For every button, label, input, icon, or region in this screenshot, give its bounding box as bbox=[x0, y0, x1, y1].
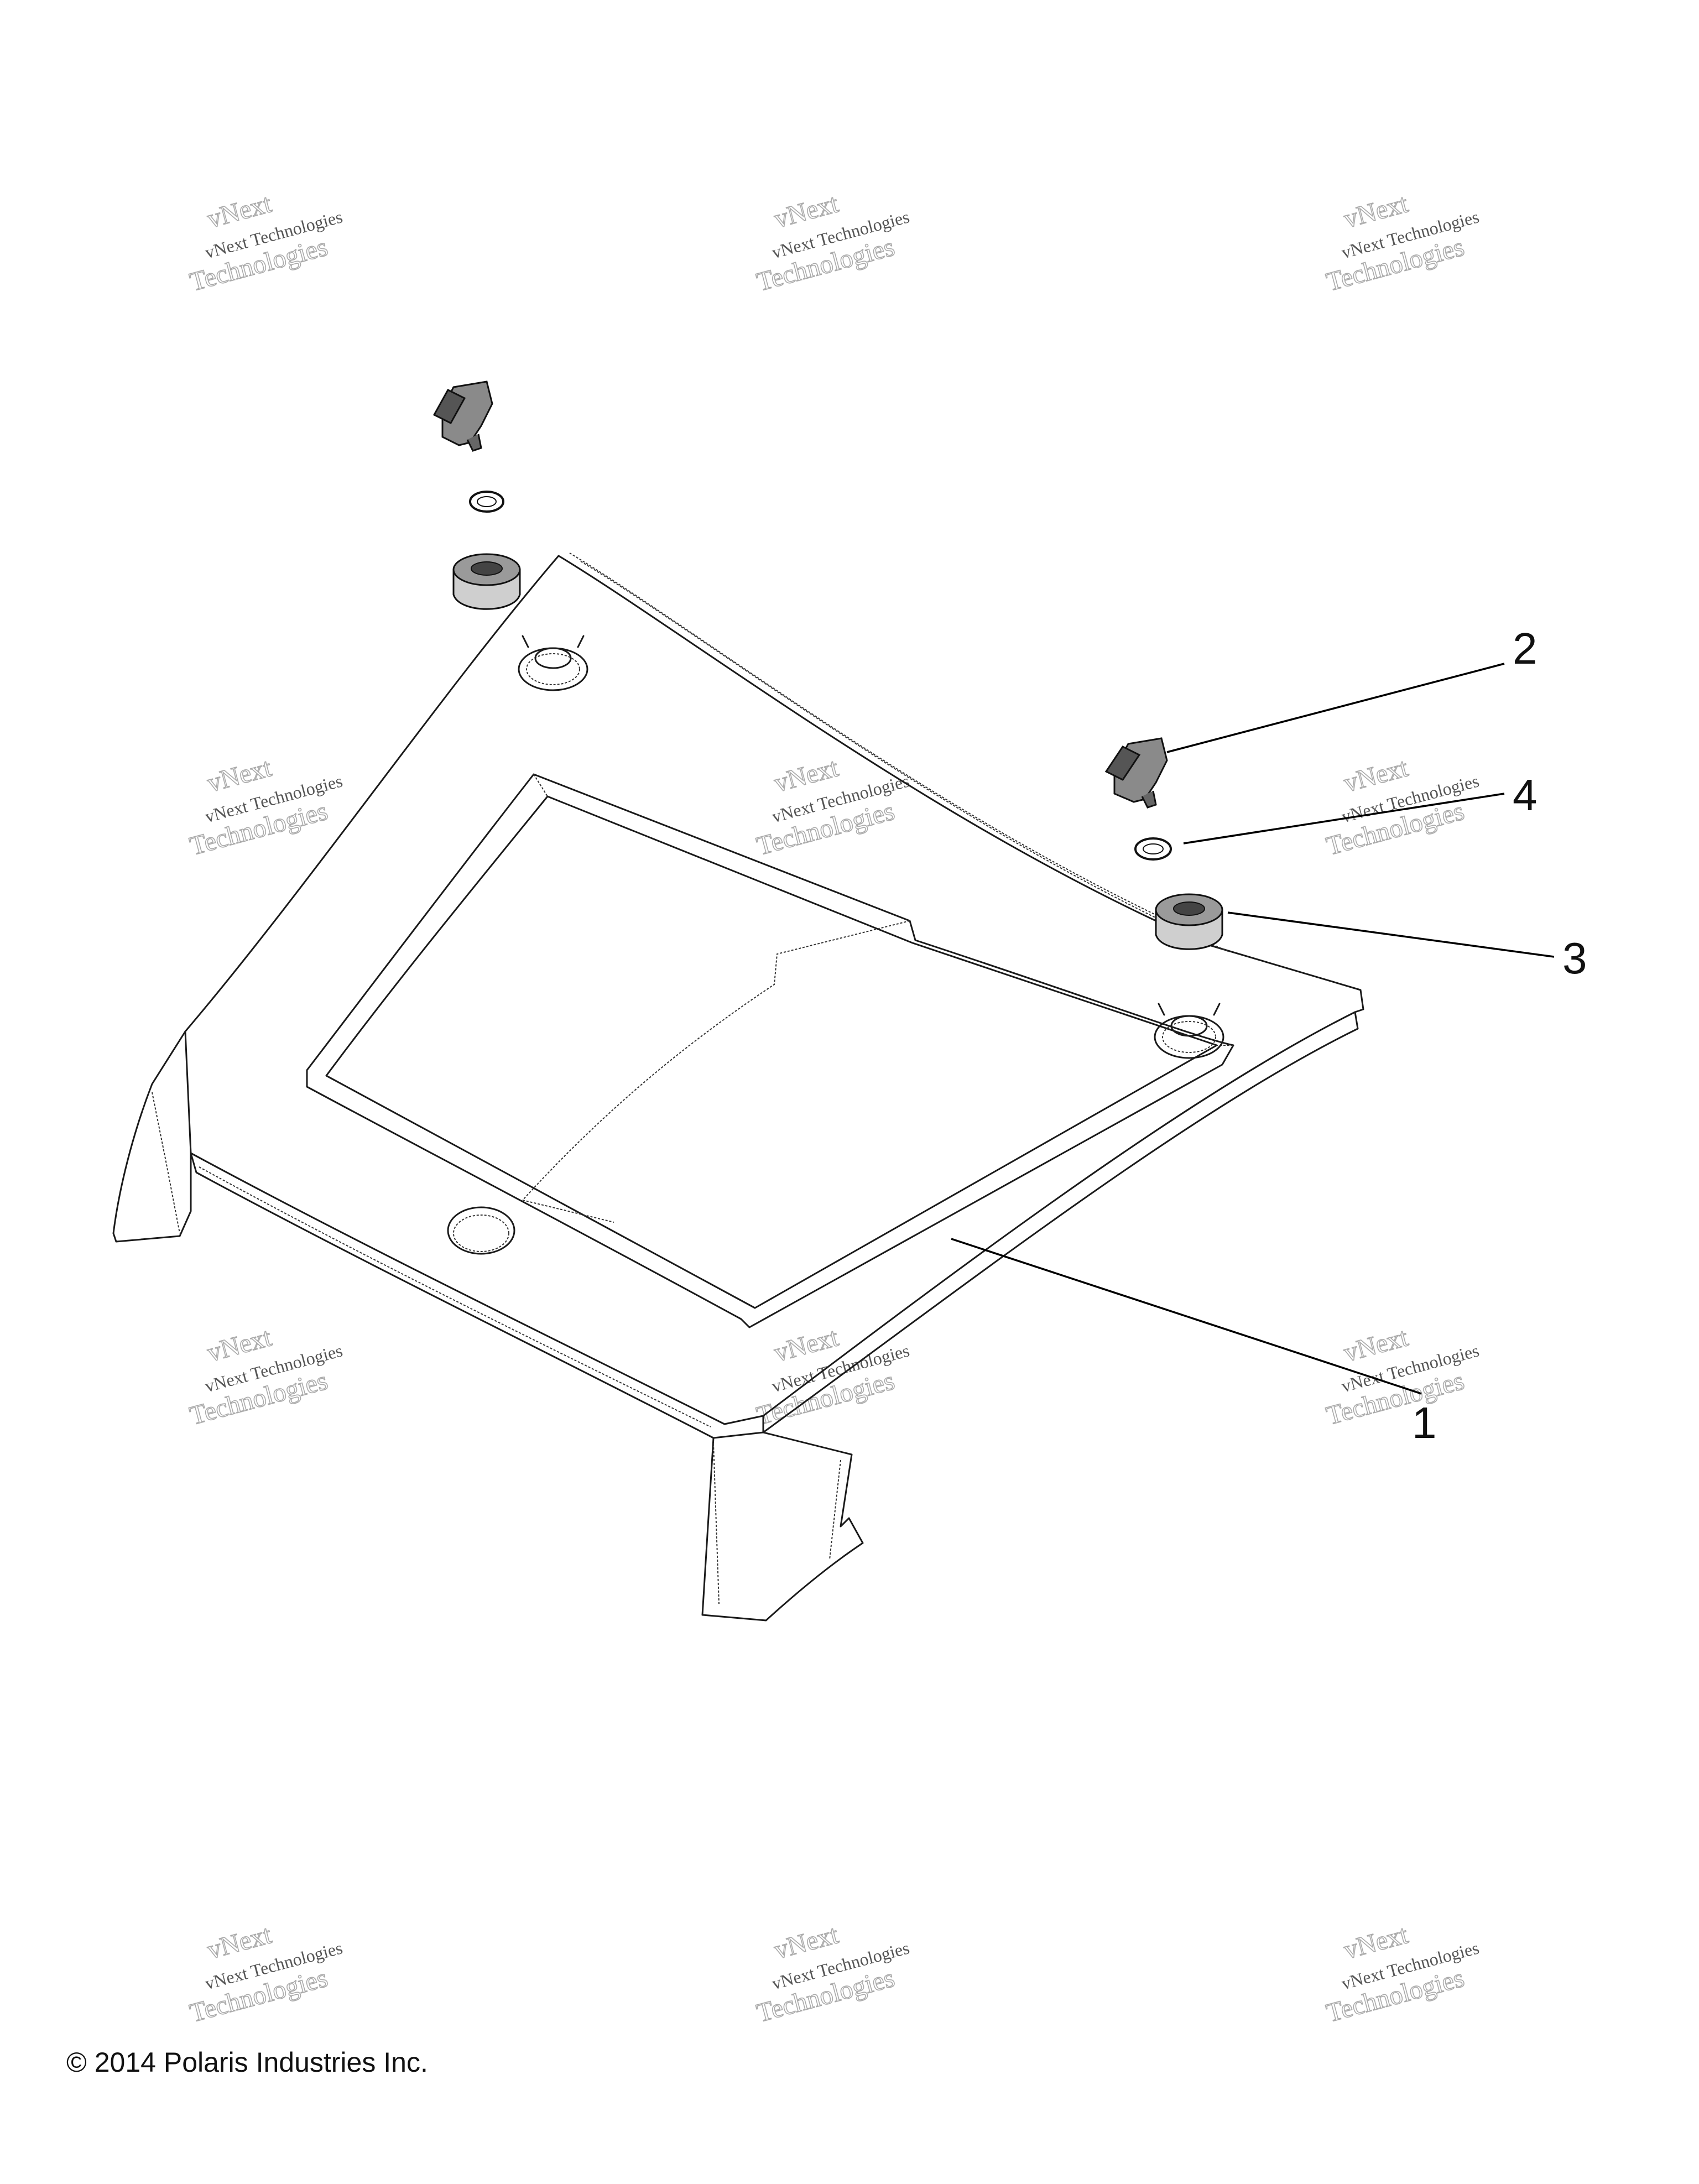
callout-2: 2 bbox=[1513, 624, 1538, 673]
wing-nut-left bbox=[432, 380, 493, 452]
grommet-mount-left bbox=[518, 635, 588, 691]
copyright-notice: © 2014 Polaris Industries Inc. bbox=[66, 2047, 428, 2078]
roof-panel-part bbox=[112, 552, 1364, 1622]
grommet-part bbox=[1155, 893, 1223, 950]
left-hardware-stack bbox=[432, 380, 521, 610]
grommet-left bbox=[452, 553, 521, 610]
callout-3: 3 bbox=[1562, 934, 1587, 983]
leader-line-4 bbox=[1183, 793, 1505, 845]
leader-line-1 bbox=[951, 1238, 1422, 1395]
leader-line-2 bbox=[1166, 663, 1505, 753]
right-hardware-stack bbox=[1104, 737, 1223, 950]
grommet-mount-right bbox=[1154, 1003, 1224, 1059]
washer-left bbox=[469, 491, 504, 513]
washer-part bbox=[1134, 837, 1172, 861]
wing-nut-part bbox=[1104, 737, 1168, 809]
callout-4: 4 bbox=[1513, 770, 1538, 820]
callout-1: 1 bbox=[1412, 1398, 1437, 1447]
leader-line-3 bbox=[1227, 911, 1555, 958]
